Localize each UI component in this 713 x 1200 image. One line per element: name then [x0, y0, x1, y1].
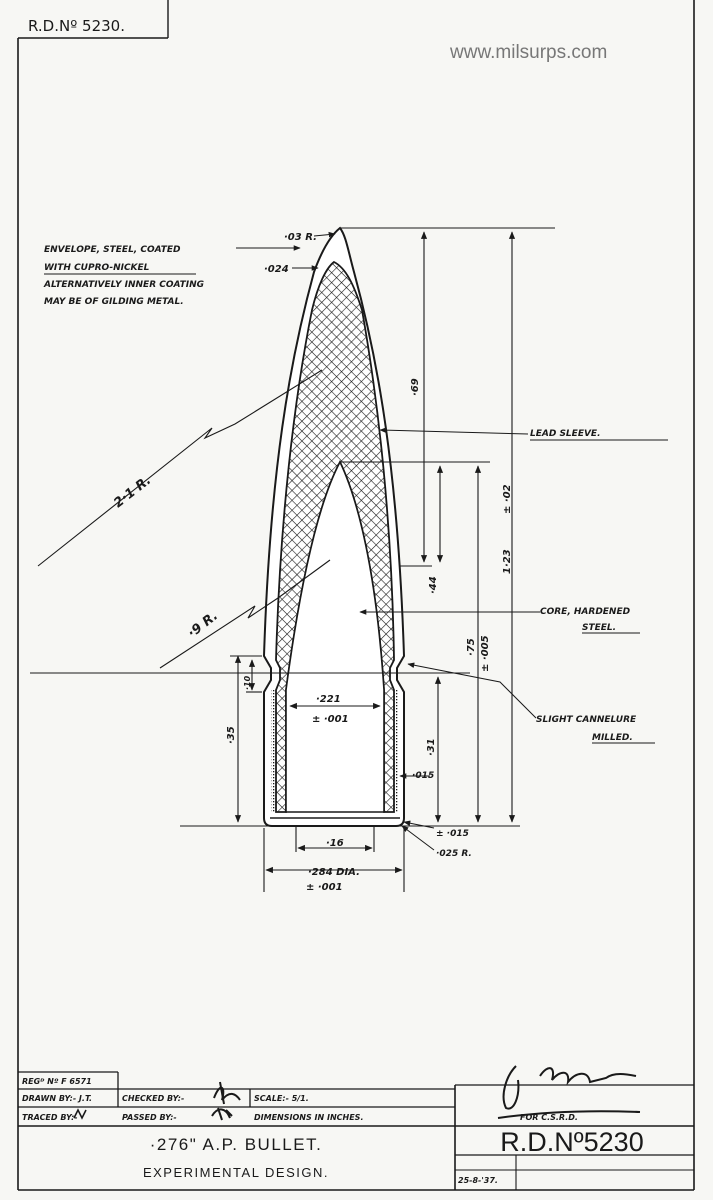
dim-base-inner: ·16	[326, 838, 344, 849]
sheet-border	[17, 0, 695, 1191]
dim-010: ·10	[243, 675, 252, 690]
steel-core	[285, 460, 385, 813]
dim-ogive-core: ·9 R.	[185, 609, 221, 642]
coating-right	[394, 690, 399, 812]
bullet-section	[262, 226, 406, 827]
scale: SCALE:- 5/1.	[254, 1094, 309, 1103]
leader-lines	[236, 231, 540, 851]
note-core-line2: STEEL.	[582, 623, 616, 633]
dimensions-note: DIMENSIONS IN INCHES.	[254, 1113, 363, 1122]
dim-core-dia: ·221	[316, 694, 341, 705]
dim-035: ·35	[226, 726, 237, 744]
note-core-line1: CORE, HARDENED	[540, 607, 631, 617]
dim-069: ·69	[410, 378, 421, 396]
signature-checked	[213, 1081, 241, 1105]
note-envelope-line2: WITH CUPRO-NICKEL	[44, 263, 150, 273]
drawing-subtitle: EXPERIMENTAL DESIGN.	[143, 1165, 329, 1180]
drawing-date: 25-8-'37.	[458, 1176, 498, 1185]
title-block	[18, 1071, 694, 1190]
dim-overall-length: 1·23	[502, 549, 513, 574]
dim-ogive-outer: 2·1 R.	[111, 473, 154, 511]
dim-diameter-tol: ± ·001	[306, 882, 343, 893]
for-csrd: FOR C.S.R.D.	[520, 1113, 578, 1122]
dim-overall-tol: ± ·02	[502, 484, 513, 514]
note-lead-sleeve: LEAD SLEEVE.	[530, 429, 601, 439]
passed-by: PASSED BY:-	[122, 1113, 177, 1122]
note-envelope-line1: ENVELOPE, STEEL, COATED	[44, 245, 181, 255]
dim-tip-radius: ·03 R.	[284, 232, 317, 243]
drawing-title: ·276" A.P. BULLET.	[150, 1135, 323, 1154]
watermark: www.milsurps.com	[449, 42, 607, 63]
note-cannelure-line2: MILLED.	[592, 733, 633, 743]
note-underlines	[44, 273, 668, 744]
dim-diameter: ·284 DIA.	[308, 867, 360, 878]
note-envelope-line3: ALTERNATIVELY INNER COATING	[43, 280, 204, 290]
note-cannelure-line1: SLIGHT CANNELURE	[536, 715, 637, 725]
note-envelope-line4: MAY BE OF GILDING METAL.	[44, 297, 184, 307]
registration-number: REGᴰ Nº F 6571	[22, 1077, 92, 1086]
rd-number: R.D.Nº5230	[500, 1127, 643, 1157]
dim-core-dia-tol: ± ·001	[312, 714, 349, 725]
signature-csrd	[497, 1065, 641, 1119]
dim-envelope-thickness: ·024	[264, 264, 289, 275]
coating-left	[271, 690, 276, 812]
dim-base-radius: ·025 R.	[436, 849, 472, 859]
signature-traced	[73, 1108, 87, 1120]
checked-by: CHECKED BY:-	[122, 1094, 184, 1103]
dim-031: ·31	[426, 738, 437, 756]
dim-core-tol: ± ·005	[480, 635, 491, 672]
dimension-lines	[30, 227, 555, 892]
dim-core-length: ·75	[466, 638, 477, 656]
traced-by: TRACED BY:-	[22, 1113, 78, 1122]
reference-number: R.D.Nº 5230.	[28, 17, 125, 35]
drawn-by: DRAWN BY:- J.T.	[22, 1094, 92, 1103]
dim-044: ·44	[428, 576, 439, 594]
dim-base-wall: ± ·015	[436, 829, 469, 839]
dim-jacket-wall: ·015	[412, 771, 434, 781]
signature-passed	[211, 1107, 233, 1121]
